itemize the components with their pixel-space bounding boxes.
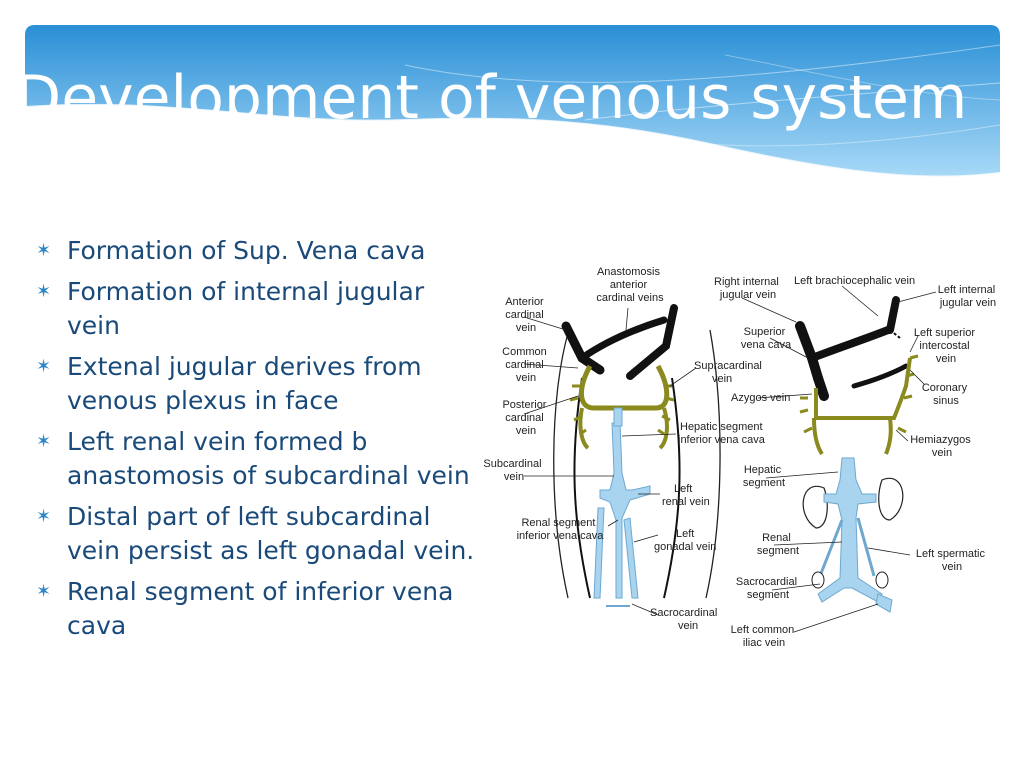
- left-figure-labels: Anastomosis anterior cardinal veins Ante…: [483, 266, 765, 632]
- label-left-gonadal-vein: Left gonadal vein: [654, 528, 716, 553]
- label-right-internal-jugular: Right internal jugular vein: [714, 276, 782, 301]
- label-renal-segment-ivc: Renal segment inferior vena cava: [517, 517, 605, 542]
- label-renal-segment: Renal segment: [757, 532, 799, 557]
- label-posterior-cardinal: Posterior cardinal vein: [502, 399, 549, 437]
- label-anastomosis: Anastomosis anterior cardinal veins: [596, 266, 664, 304]
- label-left-spermatic: Left spermatic vein: [916, 548, 988, 573]
- asterisk-icon: ✶: [36, 240, 52, 261]
- asterisk-icon: ✶: [36, 581, 52, 602]
- label-left-renal-vein: Left renal vein: [662, 483, 710, 508]
- bullet-item: ✶ Formation of Sup. Vena cava: [36, 234, 476, 268]
- title-banner: [25, 25, 1000, 178]
- label-hepatic-segment: Hepatic segment: [743, 464, 785, 489]
- bullet-text: Formation of internal jugular vein: [67, 277, 425, 340]
- label-common-cardinal: Common cardinal vein: [502, 346, 550, 384]
- label-anterior-cardinal: Anterior cardinal vein: [505, 296, 547, 334]
- label-supracardinal: Supracardinal vein: [694, 360, 765, 385]
- leader-lines: [523, 285, 937, 633]
- asterisk-icon: ✶: [36, 356, 52, 377]
- bullet-item: ✶ Formation of internal jugular vein: [36, 275, 476, 343]
- bullet-item: ✶ Distal part of left subcardinal vein pe…: [36, 500, 476, 568]
- slide-title: Development of venous system: [15, 63, 968, 133]
- label-left-superior-intercostal: Left superior intercostal vein: [914, 327, 978, 365]
- right-adult-figure: [795, 296, 919, 613]
- label-azygos: Azygos vein: [731, 392, 790, 404]
- label-sacrocardial-segment: Sacrocardial segment: [736, 576, 800, 601]
- label-hemiazygos: Hemiazygos vein: [910, 434, 974, 459]
- bullet-text: Renal segment of inferior vena cava: [67, 577, 454, 640]
- bullet-item: ✶ Extenal jugular derives from venous ple…: [36, 350, 476, 418]
- venous-development-diagram: Anastomosis anterior cardinal veins Ante…: [483, 266, 999, 649]
- label-superior-vena-cava: Superior vena cava: [741, 326, 792, 351]
- label-hepatic-segment-ivc: Hepatic segment inferior vena cava: [678, 421, 766, 446]
- right-figure-labels: Right internal jugular vein Left brachio…: [714, 275, 999, 649]
- label-sacrocardinal: Sacrocardinal vein: [650, 607, 720, 632]
- bullet-list: ✶ Formation of Sup. Vena cava ✶ Formation …: [36, 234, 476, 650]
- label-left-common-iliac: Left common iliac vein: [731, 624, 798, 649]
- bullet-text: Formation of Sup. Vena cava: [67, 236, 426, 265]
- bullet-text: Extenal jugular derives from venous plex…: [67, 352, 422, 415]
- bullet-item: ✶ Renal segment of inferior vena cava: [36, 575, 476, 643]
- left-embryo-figure: [553, 304, 721, 607]
- label-left-brachiocephalic: Left brachiocephalic vein: [794, 275, 915, 287]
- label-subcardinal: Subcardinal vein: [483, 458, 544, 483]
- asterisk-icon: ✶: [36, 506, 52, 527]
- bullet-text: Distal part of left subcardinal vein per…: [67, 502, 475, 565]
- asterisk-icon: ✶: [36, 281, 52, 302]
- bullet-text: Left renal vein formed b anastomosis of …: [67, 427, 470, 490]
- bullet-item: ✶ Left renal vein formed b anastomosis of…: [36, 425, 476, 493]
- label-left-internal-jugular: Left internal jugular vein: [938, 284, 999, 309]
- label-coronary-sinus: Coronary sinus: [922, 382, 970, 407]
- asterisk-icon: ✶: [36, 431, 52, 452]
